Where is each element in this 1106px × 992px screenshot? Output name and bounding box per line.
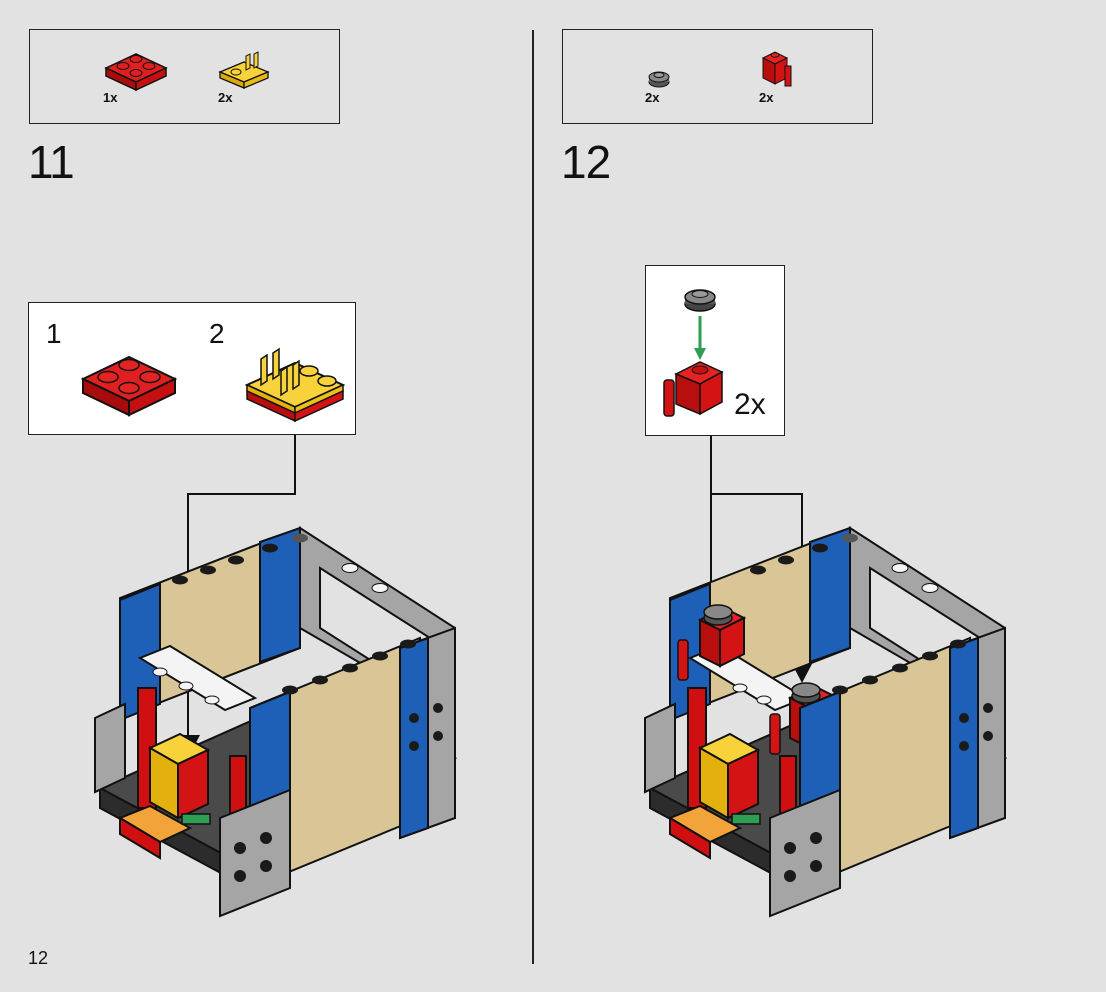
dark-gray-round-plate-icon: [684, 289, 716, 312]
part-quantity: 2x: [645, 90, 660, 105]
step-11-parts-list: 1x 2x: [29, 29, 340, 124]
step-12-callout: 2x: [645, 265, 785, 436]
step-11-model-illustration: [94, 526, 458, 918]
step-divider: [532, 30, 534, 964]
step-number: 12: [561, 136, 611, 188]
red-2x2-plate-icon: [80, 355, 178, 417]
part-quantity: 2x: [759, 90, 774, 105]
step-number: 11: [28, 136, 75, 188]
multiplier-label: 2x: [734, 388, 766, 421]
red-brick-with-bar-icon: [761, 51, 792, 87]
green-arrow-icon: [694, 316, 706, 360]
step-12-parts-list: 2x 2x: [562, 29, 873, 124]
red-brick-with-bar-icon: [663, 361, 724, 417]
step-12-model-illustration: [644, 526, 1008, 918]
part-quantity: 2x: [218, 90, 233, 105]
part-quantity: 1x: [103, 90, 118, 105]
page-number: 12: [28, 948, 49, 968]
step-11-callout: 1 2: [28, 302, 356, 435]
yellow-clips-on-red-plate-icon: [244, 347, 346, 423]
dark-gray-round-plate-icon: [648, 71, 670, 88]
substep-number: 2: [209, 318, 225, 349]
substep-number: 1: [46, 318, 62, 349]
yellow-1x2-plate-with-clips-icon: [218, 51, 270, 89]
red-2x2-plate-icon: [104, 53, 168, 92]
